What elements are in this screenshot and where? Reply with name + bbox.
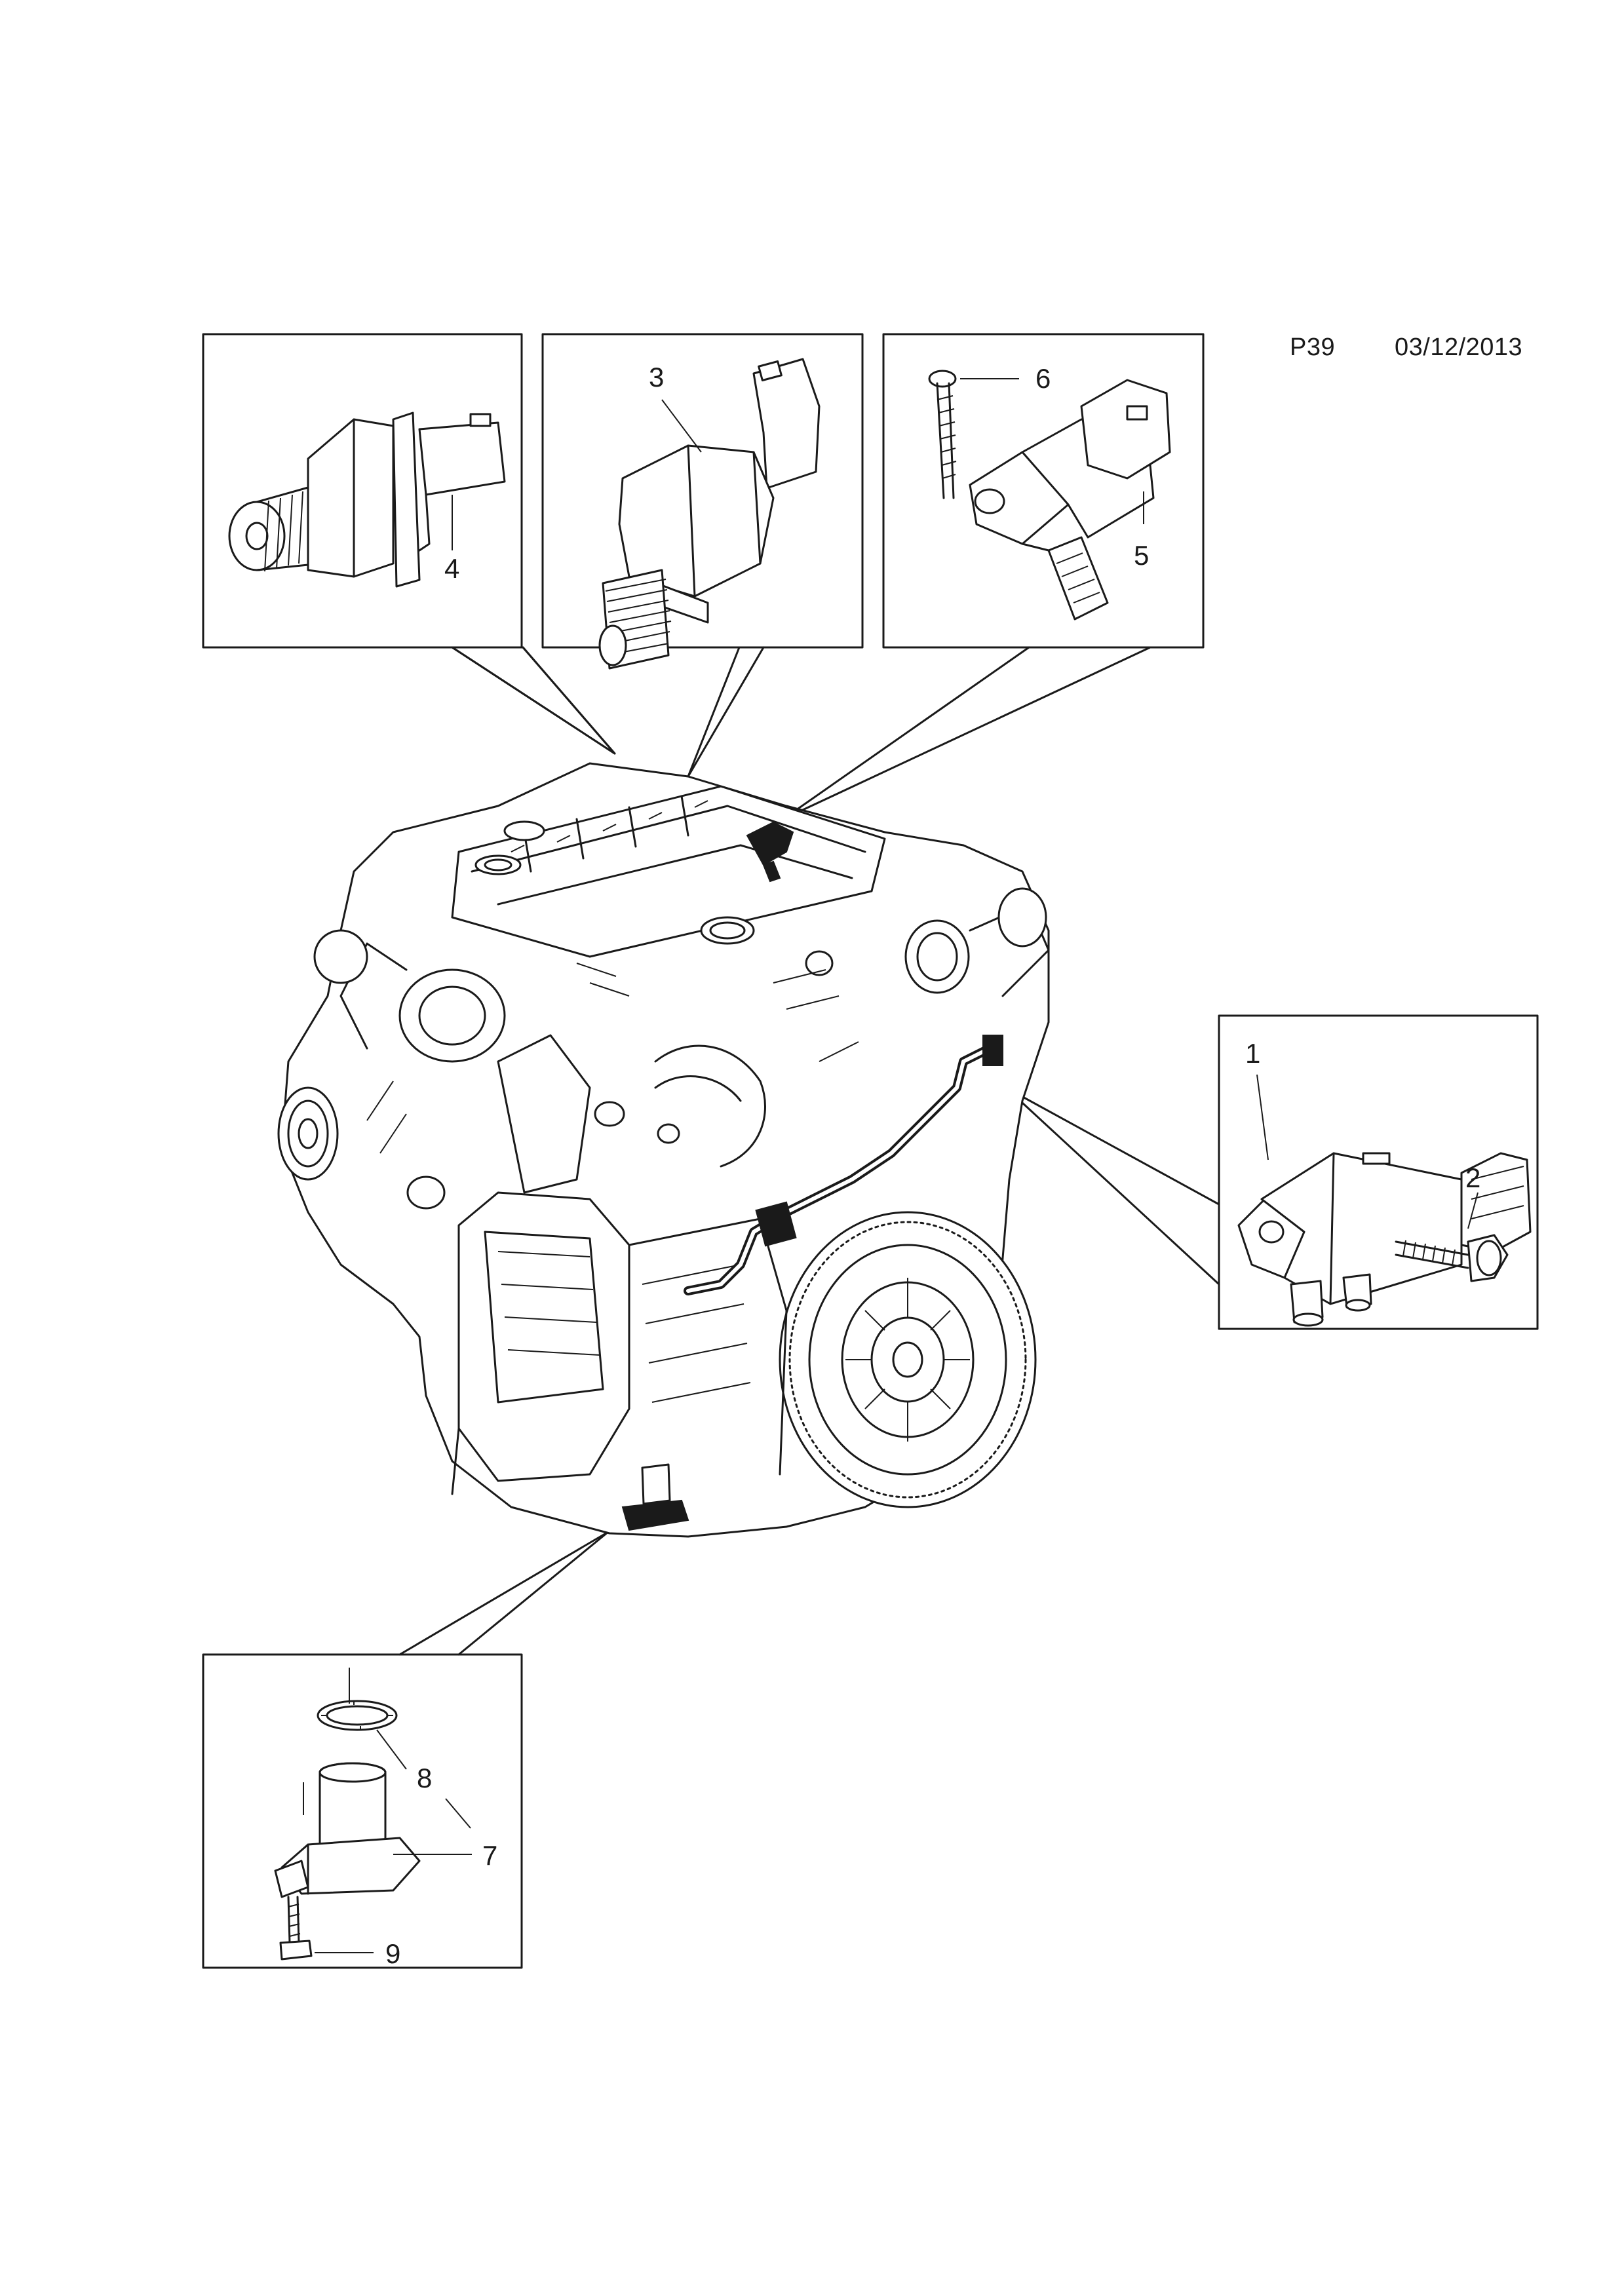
detail-box-sensor-assembly: 8 7 9 — [202, 1653, 523, 1969]
callout-1: 1 — [1245, 1038, 1260, 1069]
callout-7: 7 — [482, 1840, 497, 1871]
engine-assembly-drawing — [277, 762, 1050, 1538]
callout-9: 9 — [385, 1938, 400, 1969]
detail-box-pressure-switch: 3 — [541, 333, 864, 670]
detail-box-differential-pressure-sensor: 1 2 — [1218, 1014, 1539, 1330]
seal-ring-icon — [317, 1700, 398, 1731]
callout-4: 4 — [444, 553, 459, 584]
diagram-date: 03/12/2013 — [1395, 334, 1523, 361]
oil-pressure-switch-icon — [228, 411, 506, 588]
sensor-icon — [274, 1762, 421, 1898]
bolt-icon — [1395, 1234, 1509, 1282]
pressure-switch-icon — [598, 358, 821, 670]
callout-6: 6 — [1035, 363, 1051, 394]
callout-2: 2 — [1465, 1162, 1480, 1193]
differential-pressure-sensor-icon — [1237, 1152, 1532, 1327]
leader-lines — [398, 646, 1220, 1656]
detail-box-oil-pressure-switch: 4 — [202, 333, 523, 649]
diagram-reference: P39 — [1290, 334, 1336, 361]
screw-icon — [928, 370, 957, 499]
callout-5: 5 — [1134, 540, 1149, 571]
pressure-sensor-icon — [969, 379, 1171, 621]
detail-box-pressure-sensor: 6 5 — [882, 333, 1205, 649]
callout-8: 8 — [417, 1763, 432, 1793]
bolt-icon — [279, 1896, 313, 1961]
callout-3: 3 — [649, 362, 664, 392]
